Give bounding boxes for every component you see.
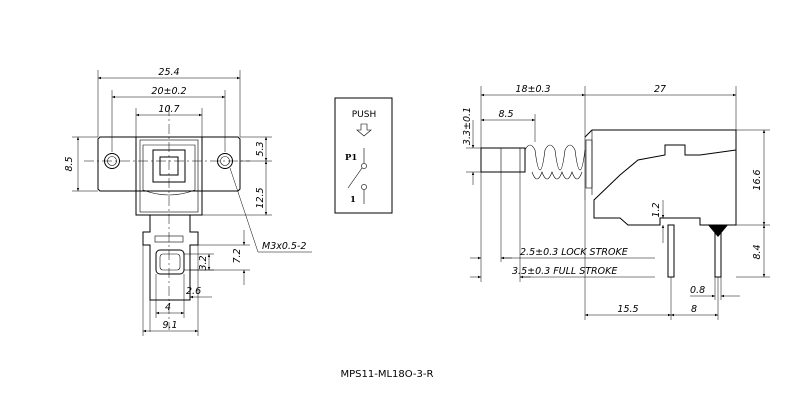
dim-full-stroke: 3.5±0.3 FULL STROKE [512,266,617,277]
dim-plunger-dia: 3.3±0.1 [462,107,473,145]
side-view: 18±0.3 27 8.5 3.3±0.1 16.6 1.2 2.5±0.3 L… [462,84,770,320]
dim-terminal-offset: 15.5 [617,304,638,315]
dim-stem-width: 9.1 [162,320,177,331]
dim-height: 16.6 [752,169,763,190]
push-arrow-icon [356,123,372,137]
spring [524,144,586,171]
schematic-frame [334,97,393,214]
dim-terminal-thickness: 0.8 [690,285,705,296]
terminal-housing [142,215,199,301]
switch-housing [584,129,737,226]
dim-small: 1.2 [651,202,662,217]
mounting-flange [97,136,241,192]
dim-height-left: 8.5 [64,156,75,171]
schematic-box: PUSH P1 1 [334,97,393,214]
pin1-label: 1 [350,195,356,205]
dim-lock-stroke: 2.5±0.3 LOCK STROKE [520,247,628,258]
dim-mount-spacing: 20±0.2 [151,86,186,97]
plunger-rod [480,147,526,173]
dim-terminal: 7.2 [232,248,243,263]
dim-terminal-length: 8.4 [752,244,763,259]
dim-pin-width: 4 [165,302,171,313]
front-view: 25.4 20±0.2 10.7 8.5 5.3 12.5 7.2 [64,67,312,336]
dim-plunger-tip: 8.5 [498,109,513,120]
dim-inner-width: 10.7 [158,104,179,115]
terminal-slot [155,249,185,275]
screw-callout: M3x0.5-2 [262,241,306,252]
push-label: PUSH [352,110,377,120]
dim-slot: 3.2 [198,255,209,270]
dim-plunger-length: 18±0.3 [515,84,550,95]
dim-body-right: 12.5 [255,187,266,208]
switch-contact [347,167,363,189]
dim-total-width: 25.4 [158,67,179,78]
dim-upper-right: 5.3 [255,141,266,156]
dim-terminal-spacing: 8 [691,304,697,315]
model-caption: MPS11-ML18O-3-R [341,369,434,380]
dim-body-length: 27 [654,84,666,95]
p1-label: P1 [345,153,357,163]
dim-pin-offset: 2.6 [186,286,201,297]
terminal-left [667,224,675,278]
